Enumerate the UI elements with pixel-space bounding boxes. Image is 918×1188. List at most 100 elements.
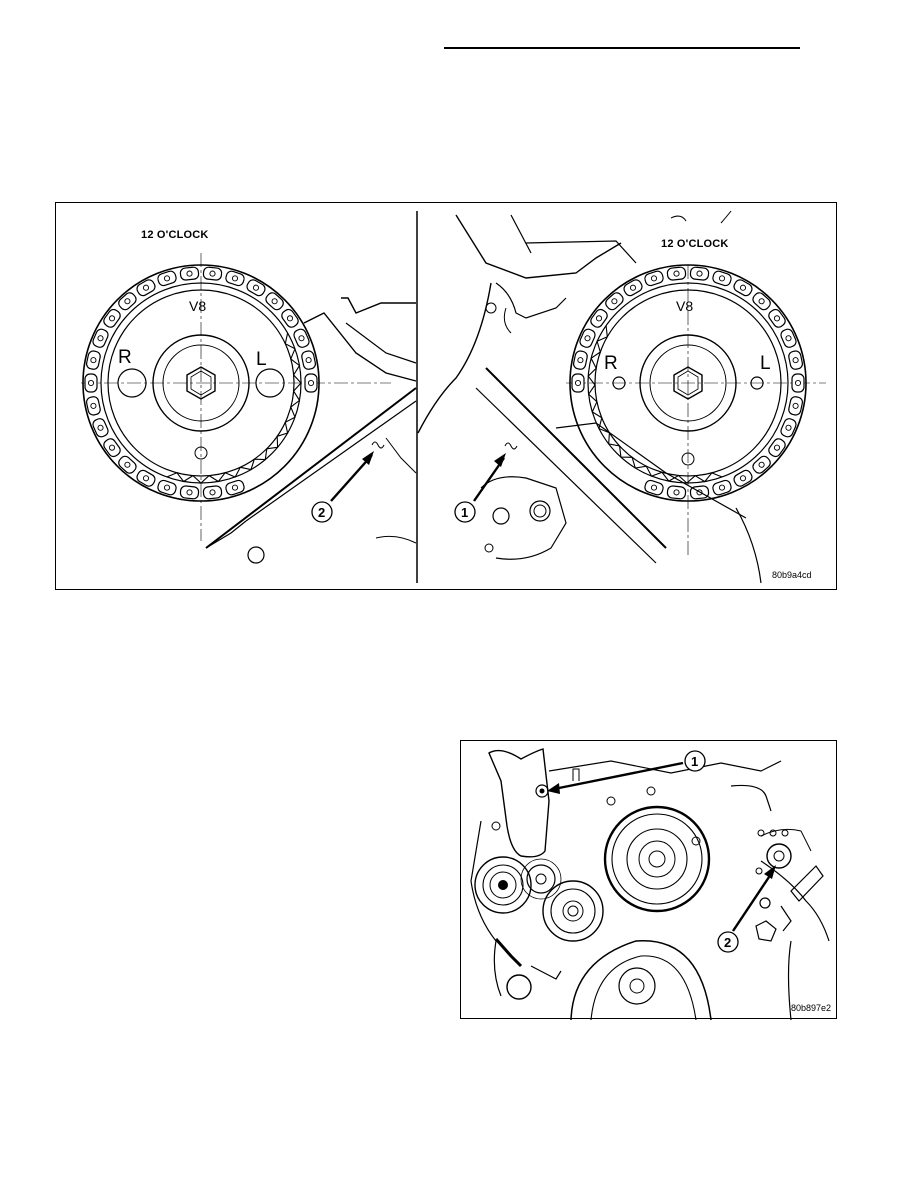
chain-link [179, 485, 200, 500]
chain-pin [163, 275, 171, 282]
clock-label-left: 12 O'CLOCK [141, 229, 209, 241]
engine-front-illustration: 1 2 [470, 748, 830, 1020]
chain-link [689, 266, 710, 281]
chain-pin [785, 335, 792, 342]
chain-pin [629, 284, 637, 291]
chain-pin [792, 402, 799, 409]
chain-pin [90, 357, 97, 364]
chain-link [733, 279, 753, 297]
chain-pin [739, 284, 747, 291]
chain-pin [209, 270, 216, 277]
chain-link [103, 438, 121, 458]
engine-front-figure: 1 2 80b897e2 [460, 740, 837, 1020]
timing-mark-1 [504, 442, 518, 450]
callout-2-label: 2 [318, 505, 325, 520]
chain-link [712, 479, 732, 496]
sprocket-teeth [587, 325, 723, 484]
chain-link [84, 373, 98, 393]
chain-link [246, 279, 266, 297]
sprocket-face [107, 289, 295, 477]
chain-pin [696, 489, 703, 496]
sprocket-mark-v8: V8 [189, 298, 206, 314]
timing-chain-figure: V8 R L 2 [55, 202, 837, 590]
chain-link [293, 328, 310, 348]
chain-links [571, 266, 805, 500]
chain-pin [124, 461, 131, 468]
callout-2-circle [311, 501, 333, 523]
chain-pin [252, 284, 260, 291]
sprocket-mark-v8: V8 [676, 298, 693, 314]
chain-pin [271, 298, 278, 305]
sprocket-hole-right [255, 368, 285, 398]
chain-pin [650, 275, 658, 282]
chain-pin [186, 270, 193, 277]
sprocket-bolt [673, 366, 703, 400]
timing-mark-2 [371, 441, 385, 449]
chain-pin [307, 379, 315, 387]
chain-pin [758, 461, 765, 468]
left-panel: V8 R L 2 [81, 253, 417, 564]
callout-2-arrow [330, 454, 373, 502]
chain-pin [595, 315, 603, 322]
chain-pin [305, 357, 312, 364]
chain-pin [231, 484, 239, 491]
chain-pin [739, 475, 747, 482]
chain-pin [574, 379, 582, 387]
chain-pin [108, 315, 116, 322]
sprocket-mark-l: L [760, 353, 771, 374]
figure-id: 80b9a4cd [772, 570, 812, 580]
callout-1-circle [684, 750, 706, 772]
chain-pin [108, 444, 116, 451]
chain-pin [696, 270, 703, 277]
chain-link [623, 279, 643, 297]
chain-pin [163, 484, 171, 491]
chain-pin [286, 315, 294, 322]
chain-link [92, 328, 109, 348]
chain-pin [97, 335, 104, 342]
chain-link [572, 350, 588, 370]
chain-link [590, 308, 608, 328]
chain-link [780, 328, 797, 348]
chain-pin [794, 379, 802, 387]
chain-link [202, 485, 223, 500]
sprocket-face [594, 289, 782, 477]
chain-pin [773, 315, 781, 322]
header-rule [444, 47, 800, 49]
right-panel: V8 R L [417, 210, 826, 584]
chain-link [225, 270, 245, 287]
sprocket-teeth [166, 332, 302, 484]
chain-link [780, 418, 797, 438]
chain-link [579, 328, 596, 348]
chain-link [712, 270, 732, 287]
sprocket-tooth-profile [166, 332, 302, 484]
chain-link [788, 396, 804, 416]
chain-pin [142, 284, 150, 291]
chain-pin [718, 275, 726, 282]
chain-link [752, 455, 771, 474]
chain-pin [298, 335, 305, 342]
chain-link [605, 292, 624, 311]
sprocket-mark-r: R [118, 347, 132, 368]
chain-link [666, 266, 687, 281]
chain-pin [718, 484, 726, 491]
chain-pin [577, 357, 584, 364]
chain-pin [209, 489, 216, 496]
callout-1-label: 1 [461, 505, 468, 520]
chain-link [733, 469, 753, 487]
chain-link [281, 308, 299, 328]
clock-label-right: 12 O'CLOCK [661, 238, 729, 250]
callout-2-circle [717, 931, 739, 953]
chain-pin [186, 489, 193, 496]
chain-link [225, 479, 245, 496]
chain-pin [611, 298, 618, 305]
callout-1-arrow [553, 761, 684, 791]
chain-link [202, 266, 223, 281]
chain-outer [82, 264, 320, 502]
chain-link [304, 373, 318, 393]
chain-pin [87, 379, 95, 387]
chain-link [85, 350, 101, 370]
chain-inner [587, 282, 789, 484]
chain-link [103, 308, 121, 328]
chain-link [571, 373, 585, 393]
chain-link [265, 292, 284, 311]
